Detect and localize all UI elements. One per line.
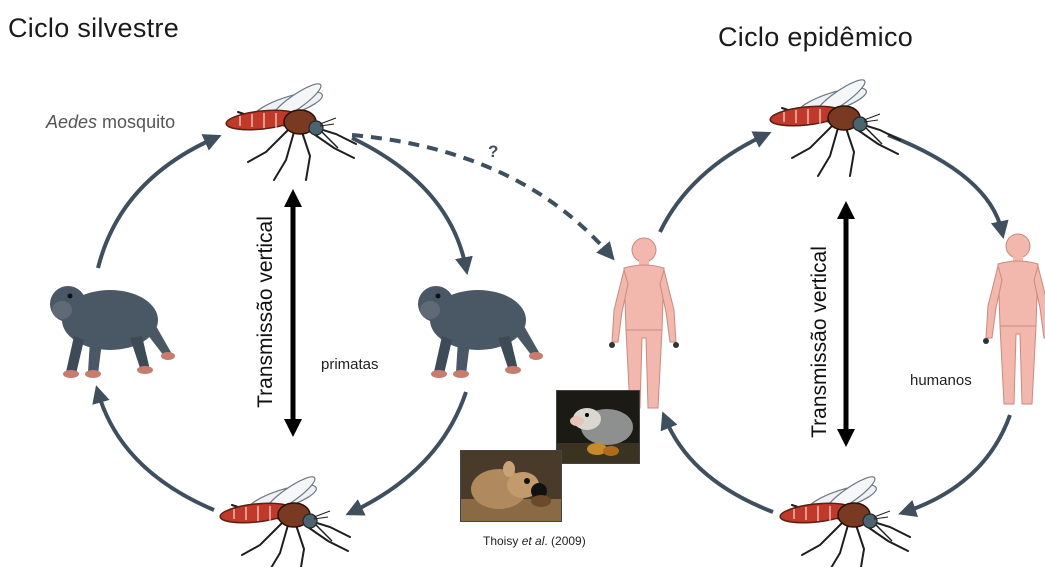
sylvatic-cycle-title: Ciclo silvestre (8, 13, 179, 44)
aedes-mosquito-word: mosquito (97, 112, 175, 132)
arrow-primate-to-mosquito-bottom (352, 392, 466, 512)
opossum-photo-graphic (557, 391, 639, 463)
mosquito-icon (219, 472, 350, 567)
arrow-mosquito-to-human (888, 135, 1002, 232)
primate-icon (418, 286, 543, 378)
epidemic-cycle-title: Ciclo epidêmico (718, 22, 913, 53)
aedes-mosquito-label: Aedes mosquito (46, 112, 175, 133)
rodent-photo (460, 450, 562, 522)
mosquito-icon (769, 75, 900, 176)
human-icon (983, 234, 1045, 404)
arrow-human-to-mosquito (660, 135, 765, 232)
humans-label: humanos (910, 372, 972, 389)
spillover-dashed-arrow (352, 135, 610, 255)
arrow-mosquito-to-human-bottom (665, 418, 773, 512)
citation-etal: et al (522, 534, 545, 548)
arrow-human-to-mosquito-bottom (905, 415, 1010, 512)
rodent-photo-graphic (461, 451, 561, 521)
primate-icon (50, 286, 175, 378)
arrow-mosquito-to-primate (352, 138, 466, 268)
citation: Thoisy et al. (2009) (483, 534, 586, 548)
arrow-primate-to-mosquito (98, 138, 215, 268)
primates-label: primatas (321, 356, 379, 373)
citation-year: . (2009) (544, 534, 585, 548)
arrow-mosquito-to-primate-bottom (98, 392, 214, 510)
vertical-transmission-label-right: Transmissão vertical (808, 242, 832, 442)
mosquito-icon (225, 79, 356, 180)
question-mark: ? (488, 142, 498, 162)
human-icon (609, 238, 679, 408)
vertical-transmission-label-left: Transmissão vertical (254, 212, 278, 412)
epidemic-cycle-arrows (660, 135, 1010, 512)
opossum-photo (556, 390, 640, 464)
citation-author: Thoisy (483, 534, 522, 548)
aedes-genus: Aedes (46, 112, 97, 132)
mosquito-icon (779, 472, 910, 567)
